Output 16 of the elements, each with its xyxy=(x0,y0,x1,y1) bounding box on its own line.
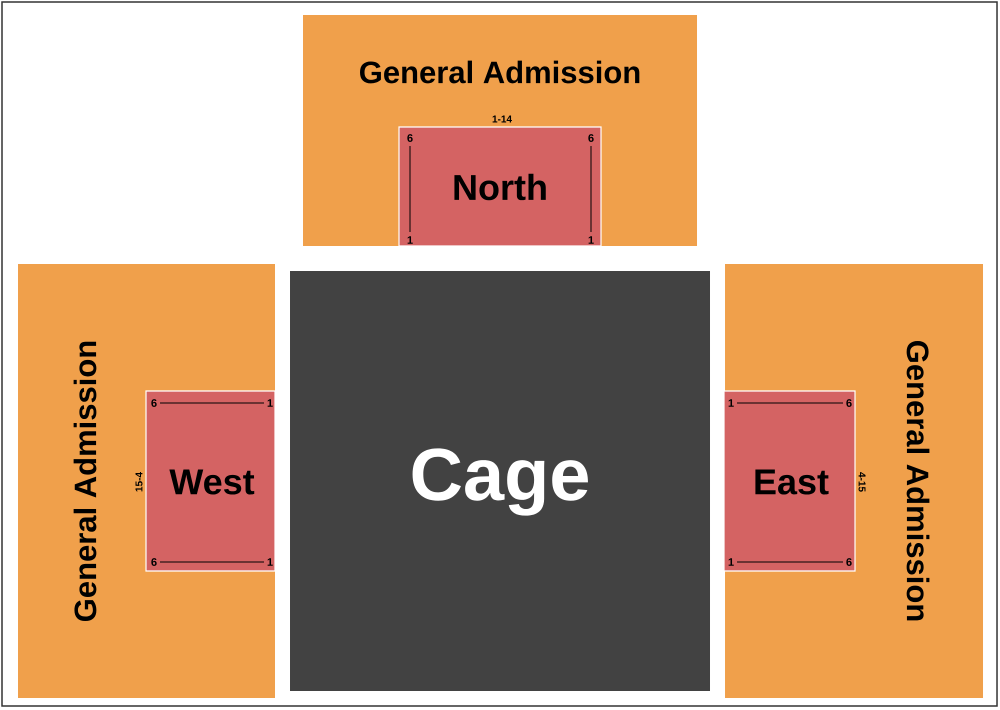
row-number: 6 xyxy=(588,134,594,142)
row-number: 6 xyxy=(846,399,852,407)
row-number: 1 xyxy=(268,558,273,566)
cage: Cage xyxy=(290,271,710,691)
row-number: 6 xyxy=(151,399,157,407)
section-number: 4-15 xyxy=(858,472,866,492)
row-number: 6 xyxy=(846,558,852,566)
row-number: 1 xyxy=(728,399,734,407)
row-number: 6 xyxy=(151,558,157,566)
section-number: 15-4 xyxy=(136,472,142,492)
row-number: 1 xyxy=(588,236,594,244)
row-number: 6 xyxy=(407,134,413,142)
row-number: 1 xyxy=(728,558,734,566)
section-number: 1-14 xyxy=(492,116,512,122)
row-number: 1 xyxy=(408,236,413,244)
row-number: 1 xyxy=(268,399,273,407)
